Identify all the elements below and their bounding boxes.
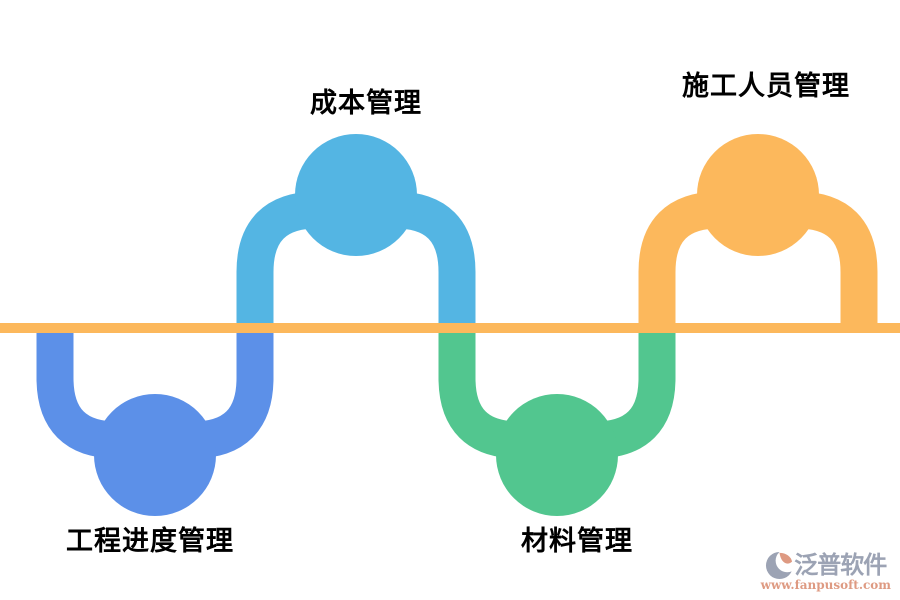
material-circle bbox=[496, 394, 618, 516]
vendor-row: 泛普软件 bbox=[765, 550, 887, 580]
personnel-circle bbox=[697, 134, 819, 256]
vendor-watermark: 泛普软件 www.fanpusoft.com bbox=[761, 551, 891, 591]
node-material-shape bbox=[438, 323, 676, 516]
fanpu-logo-icon bbox=[766, 551, 795, 580]
cost-circle bbox=[295, 134, 417, 256]
label-material: 材料管理 bbox=[521, 526, 633, 557]
node-progress-shape bbox=[36, 323, 274, 516]
label-cost: 成本管理 bbox=[310, 88, 422, 119]
logo-petal bbox=[779, 552, 793, 564]
vendor-name: 泛普软件 bbox=[794, 550, 887, 580]
node-personnel-shape bbox=[638, 134, 878, 333]
baseline bbox=[0, 323, 900, 333]
node-cost-shape bbox=[236, 134, 476, 333]
label-personnel: 施工人员管理 bbox=[682, 71, 850, 102]
label-progress: 工程进度管理 bbox=[66, 526, 234, 557]
vendor-url: www.fanpusoft.com bbox=[760, 578, 891, 592]
progress-circle bbox=[94, 394, 216, 516]
